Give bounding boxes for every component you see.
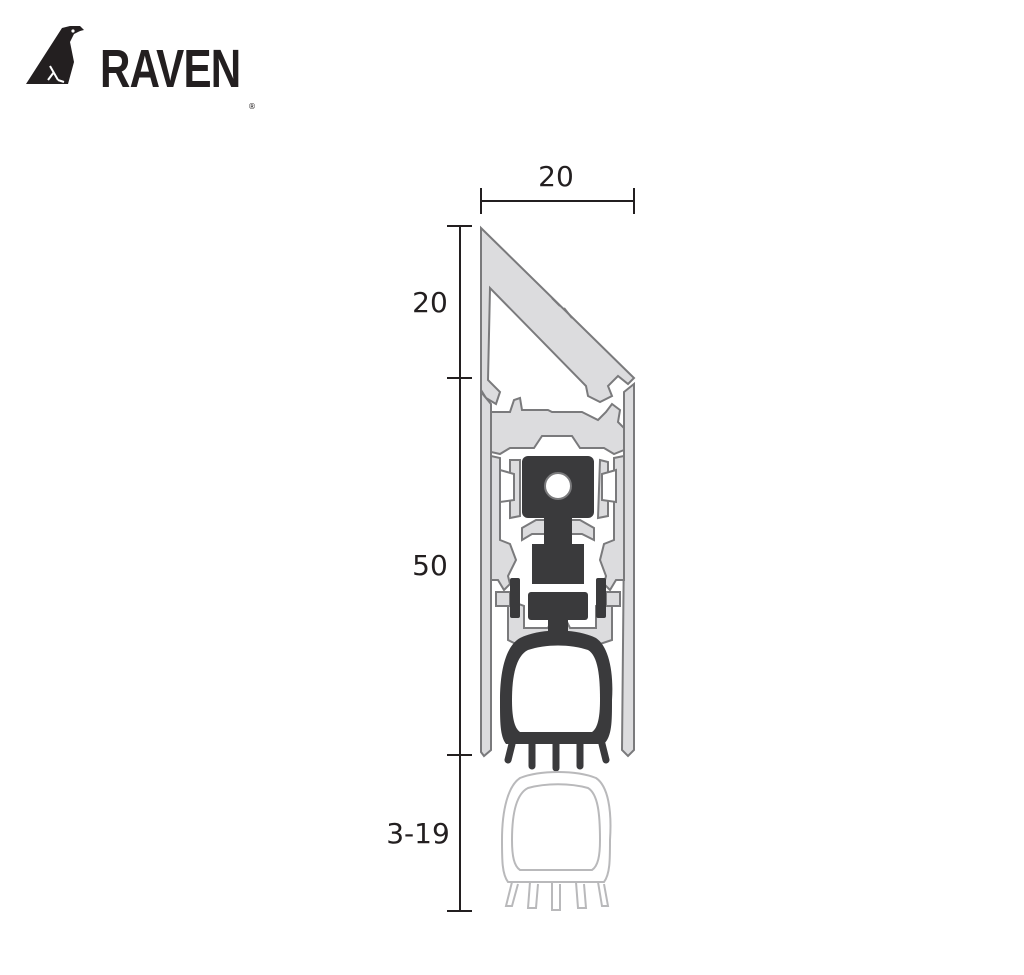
width-dimension-label: 20 xyxy=(538,160,574,193)
registered-mark: ® xyxy=(248,102,256,111)
left-pin xyxy=(495,591,511,607)
height-dimension xyxy=(447,225,472,912)
seal-ghost-fins xyxy=(504,881,610,911)
raven-logo: RAVEN ® xyxy=(24,22,256,111)
head-dimension-label: 20 xyxy=(412,286,448,319)
raven-bird-icon xyxy=(26,26,84,84)
spring-hole xyxy=(544,472,572,500)
width-dimension xyxy=(480,188,635,214)
seal-fins xyxy=(504,740,610,772)
inner-channel xyxy=(490,396,625,456)
angled-head-profile xyxy=(480,225,636,406)
right-pin xyxy=(605,591,621,607)
seal-extended-ghost xyxy=(500,771,612,883)
brand-name: RAVEN xyxy=(100,39,241,99)
body-dimension-label: 50 xyxy=(412,549,448,582)
left-housing-wall xyxy=(480,389,492,758)
drop-mechanism xyxy=(510,456,606,634)
drop-dimension-label: 3-19 xyxy=(386,817,450,850)
